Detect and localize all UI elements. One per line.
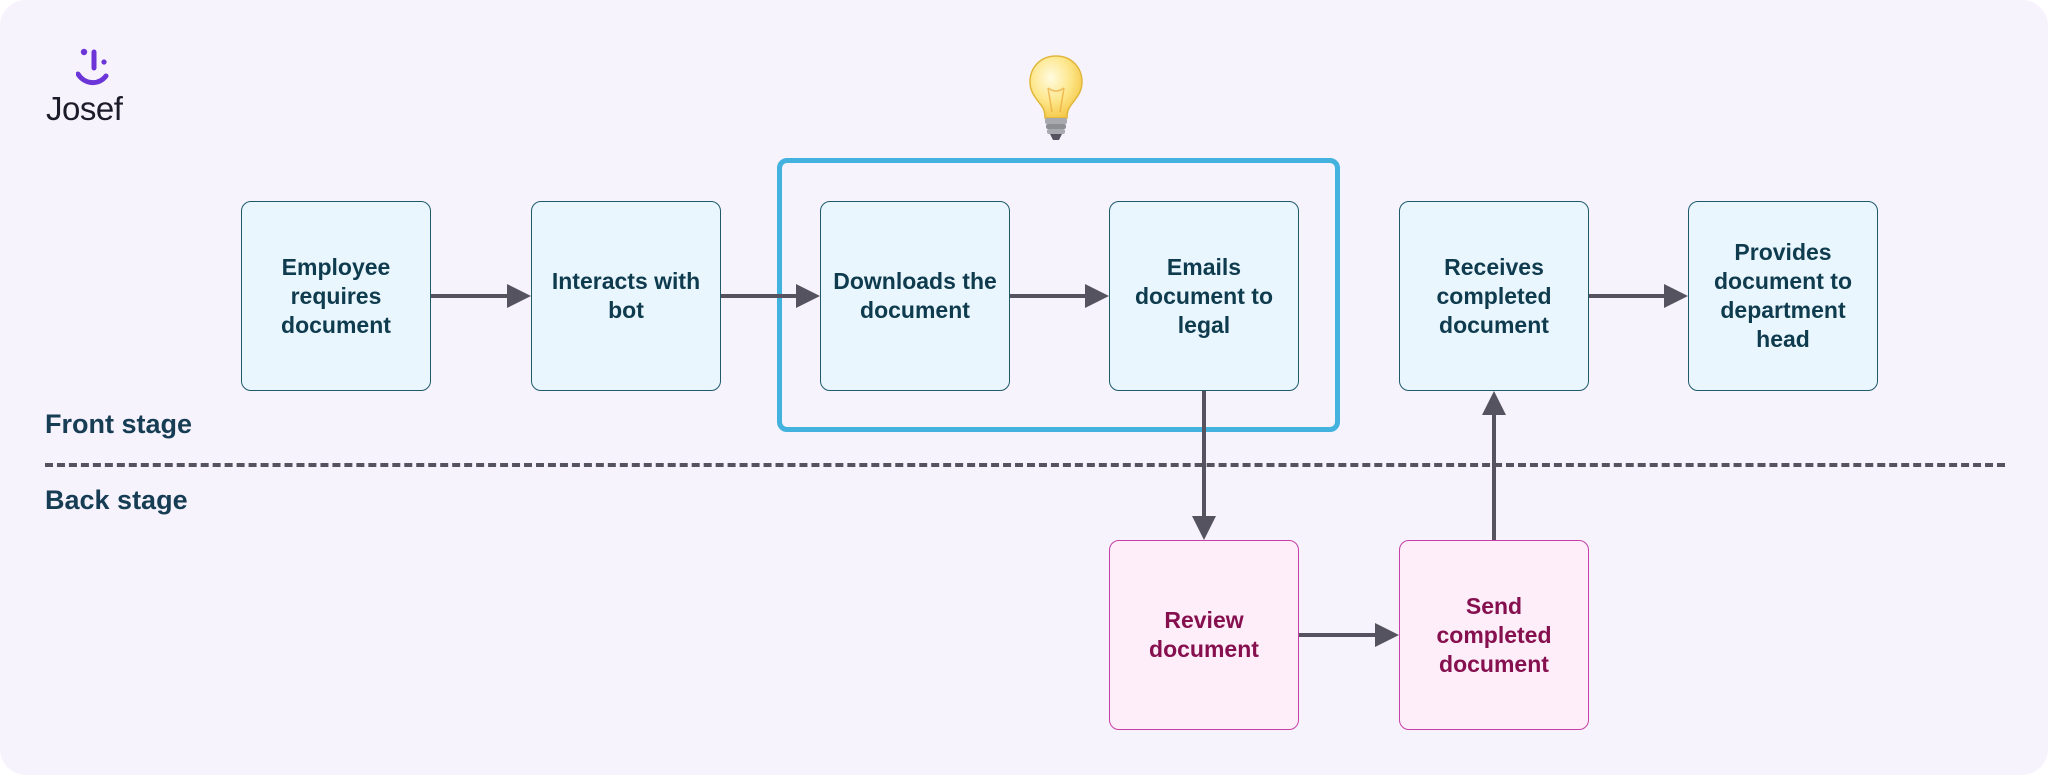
step-provides-document-to-department-head: Provides document to department head [1688,201,1878,391]
line-of-visibility [45,463,2005,467]
step-interacts-with-bot: Interacts with bot [531,201,721,391]
step-downloads-document: Downloads the document [820,201,1010,391]
step-receives-completed-document: Receives completed document [1399,201,1589,391]
front-stage-label: Front stage [45,409,193,439]
josef-smile-icon [76,48,109,85]
step-label: Downloads the document [833,268,997,323]
step-employee-requires-document: Employee requires document [241,201,431,391]
lightbulb-icon [1026,52,1086,142]
step-label: Receives completed document [1436,253,1552,338]
step-review-document: Review document [1109,540,1299,730]
step-label: Provides document to department head [1714,239,1852,352]
step-label: Interacts with bot [551,268,701,323]
back-stage-label: Back stage [45,485,188,515]
step-emails-document-to-legal: Emails document to legal [1109,201,1299,391]
step-label: Send completed document [1436,592,1552,677]
josef-logo: Josef [46,44,146,134]
step-send-completed-document: Send completed document [1399,540,1589,730]
brand-name: Josef [46,90,123,127]
step-label: Review document [1149,607,1259,662]
step-label: Employee requires document [281,253,391,338]
step-label: Emails document to legal [1135,253,1273,338]
